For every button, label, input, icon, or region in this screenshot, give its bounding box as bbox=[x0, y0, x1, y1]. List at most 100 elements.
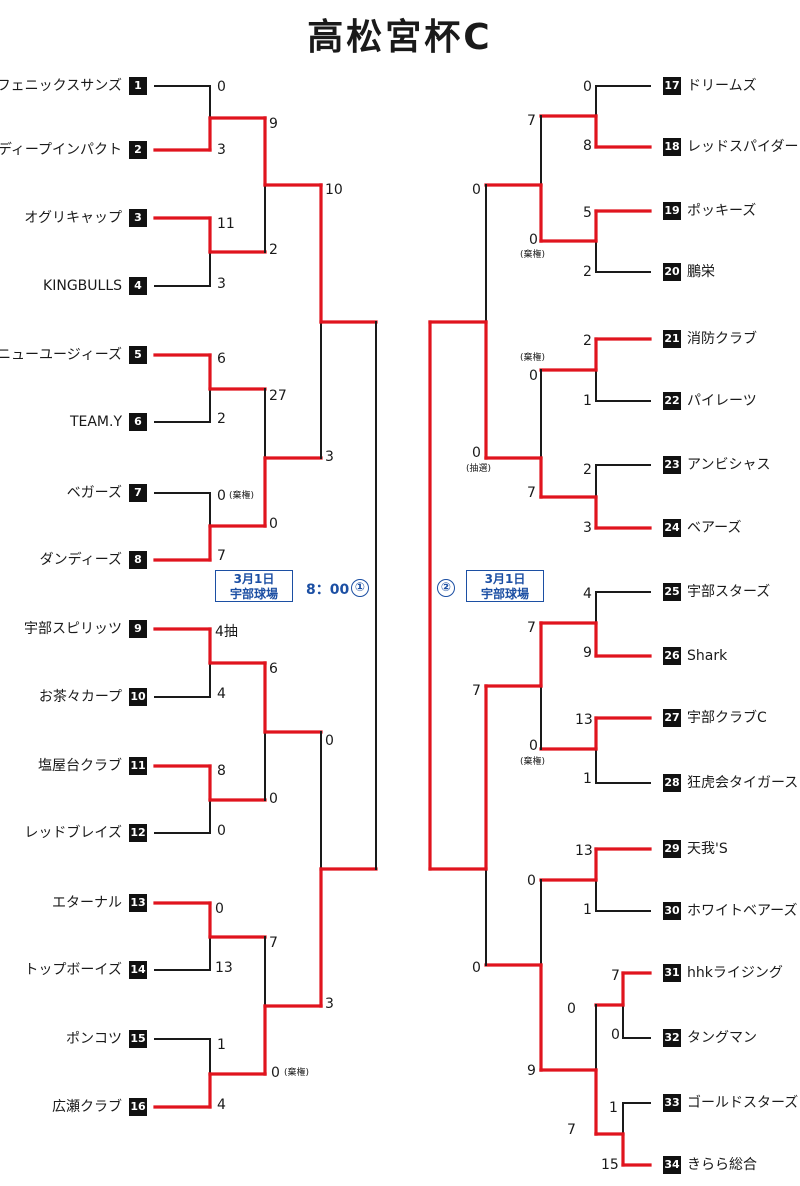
venue-box-left: 3月1日 宇部球場 bbox=[215, 570, 293, 602]
team-name: ニューユージィーズ bbox=[0, 347, 122, 363]
score-label: 3 bbox=[583, 520, 592, 536]
score-label: 0 bbox=[529, 738, 538, 754]
team-number-badge: 11 bbox=[129, 757, 147, 775]
score-label: 13 bbox=[575, 843, 593, 859]
team-name: 鵬栄 bbox=[687, 264, 715, 280]
team-name: エターナル bbox=[52, 895, 122, 911]
score-label: 8 bbox=[583, 138, 592, 154]
score-label: 0 bbox=[583, 79, 592, 95]
score-label: 10 bbox=[325, 182, 343, 198]
score-label: 3 bbox=[217, 142, 226, 158]
score-note: (抽選) bbox=[466, 464, 492, 474]
score-label: 7 bbox=[527, 485, 536, 501]
team-name: レッドブレイズ bbox=[24, 825, 122, 841]
team-name: ベガーズ bbox=[66, 485, 122, 501]
team-number-badge: 29 bbox=[663, 840, 681, 858]
team-number-badge: 24 bbox=[663, 519, 681, 537]
score-label: 0 bbox=[529, 368, 538, 384]
page-title: 高松宮杯C bbox=[307, 17, 493, 58]
score-label: 7 bbox=[269, 935, 278, 951]
team-name: お茶々カープ bbox=[38, 689, 122, 705]
team-name: 宇部スピリッツ bbox=[24, 621, 122, 637]
score-label: 0 bbox=[269, 516, 278, 532]
score-label: 7 bbox=[217, 548, 226, 564]
team-number-badge: 9 bbox=[129, 620, 147, 638]
team-number-badge: 32 bbox=[663, 1029, 681, 1047]
score-label: 7 bbox=[527, 113, 536, 129]
team-name: 消防クラブ bbox=[687, 331, 757, 347]
score-label: 0 bbox=[325, 733, 334, 749]
team-number-badge: 20 bbox=[663, 263, 681, 281]
team-name: 宇部クラブC bbox=[687, 710, 767, 726]
team-number-badge: 6 bbox=[129, 413, 147, 431]
score-note: (棄権) bbox=[520, 353, 546, 363]
score-label: 2 bbox=[583, 264, 592, 280]
team-number-badge: 30 bbox=[663, 902, 681, 920]
venue-place-left: 宇部球場 bbox=[229, 587, 278, 601]
team-number-badge: 2 bbox=[129, 141, 147, 159]
team-name: Shark bbox=[687, 648, 728, 664]
score-label: 9 bbox=[269, 116, 278, 132]
team-number-badge: 7 bbox=[129, 484, 147, 502]
score-label: 13 bbox=[575, 712, 593, 728]
team-number-badge: 27 bbox=[663, 709, 681, 727]
score-label: 4 bbox=[217, 1097, 226, 1113]
score-label: 2 bbox=[583, 333, 592, 349]
score-label: 2 bbox=[583, 462, 592, 478]
score-label: 6 bbox=[217, 351, 226, 367]
score-label: 0 bbox=[217, 488, 226, 504]
team-name: レッドスパイダー bbox=[687, 139, 799, 155]
team-number-badge: 22 bbox=[663, 392, 681, 410]
team-number-badge: 4 bbox=[129, 277, 147, 295]
team-number-badge: 3 bbox=[129, 209, 147, 227]
score-label: 3 bbox=[325, 996, 334, 1012]
team-number-badge: 19 bbox=[663, 202, 681, 220]
team-number-badge: 26 bbox=[663, 647, 681, 665]
team-name: 広瀬クラブ bbox=[52, 1099, 122, 1115]
score-label: 3 bbox=[217, 276, 226, 292]
score-label: 0 bbox=[567, 1001, 576, 1017]
team-number-badge: 5 bbox=[129, 346, 147, 364]
team-name: 宇部スターズ bbox=[687, 584, 771, 600]
score-note: (棄権) bbox=[520, 757, 546, 767]
score-label: 1 bbox=[583, 771, 592, 787]
team-name: ホワイトベアーズ bbox=[687, 903, 798, 919]
team-name: きらら総合 bbox=[687, 1157, 757, 1173]
team-number-badge: 31 bbox=[663, 964, 681, 982]
score-label: 0 bbox=[215, 901, 224, 917]
score-label: 2 bbox=[217, 411, 226, 427]
team-number-badge: 12 bbox=[129, 824, 147, 842]
score-label: 4抽 bbox=[215, 624, 238, 640]
team-number-badge: 33 bbox=[663, 1094, 681, 1112]
score-label: 1 bbox=[583, 902, 592, 918]
team-name: 天我'S bbox=[687, 841, 728, 857]
team-number-badge: 16 bbox=[129, 1098, 147, 1116]
venue-mark-right: ② bbox=[437, 579, 455, 597]
score-note: (棄権) bbox=[229, 491, 255, 501]
score-label: 7 bbox=[567, 1122, 576, 1138]
venue-date-right: 3月1日 bbox=[484, 572, 526, 586]
venue-date-left: 3月1日 bbox=[233, 572, 275, 586]
score-label: 8 bbox=[217, 763, 226, 779]
score-label: 27 bbox=[269, 388, 287, 404]
team-number-badge: 18 bbox=[663, 138, 681, 156]
score-label: 0 bbox=[472, 445, 481, 461]
team-name: ポッキーズ bbox=[687, 203, 757, 219]
team-number-badge: 1 bbox=[129, 77, 147, 95]
venue-time-left: 8：00 bbox=[306, 582, 350, 598]
score-label: 0 bbox=[611, 1027, 620, 1043]
team-name: アンビシャス bbox=[687, 457, 771, 473]
score-label: 4 bbox=[217, 686, 226, 702]
team-name: パイレーツ bbox=[687, 393, 757, 409]
score-label: 0 bbox=[217, 823, 226, 839]
score-label: 1 bbox=[609, 1100, 618, 1116]
score-label: 7 bbox=[611, 968, 620, 984]
team-number-badge: 8 bbox=[129, 551, 147, 569]
score-label: 3 bbox=[325, 449, 334, 465]
team-number-badge: 34 bbox=[663, 1156, 681, 1174]
team-name: KINGBULLS bbox=[43, 278, 122, 294]
team-number-badge: 17 bbox=[663, 77, 681, 95]
team-name: ポンコツ bbox=[66, 1031, 122, 1047]
